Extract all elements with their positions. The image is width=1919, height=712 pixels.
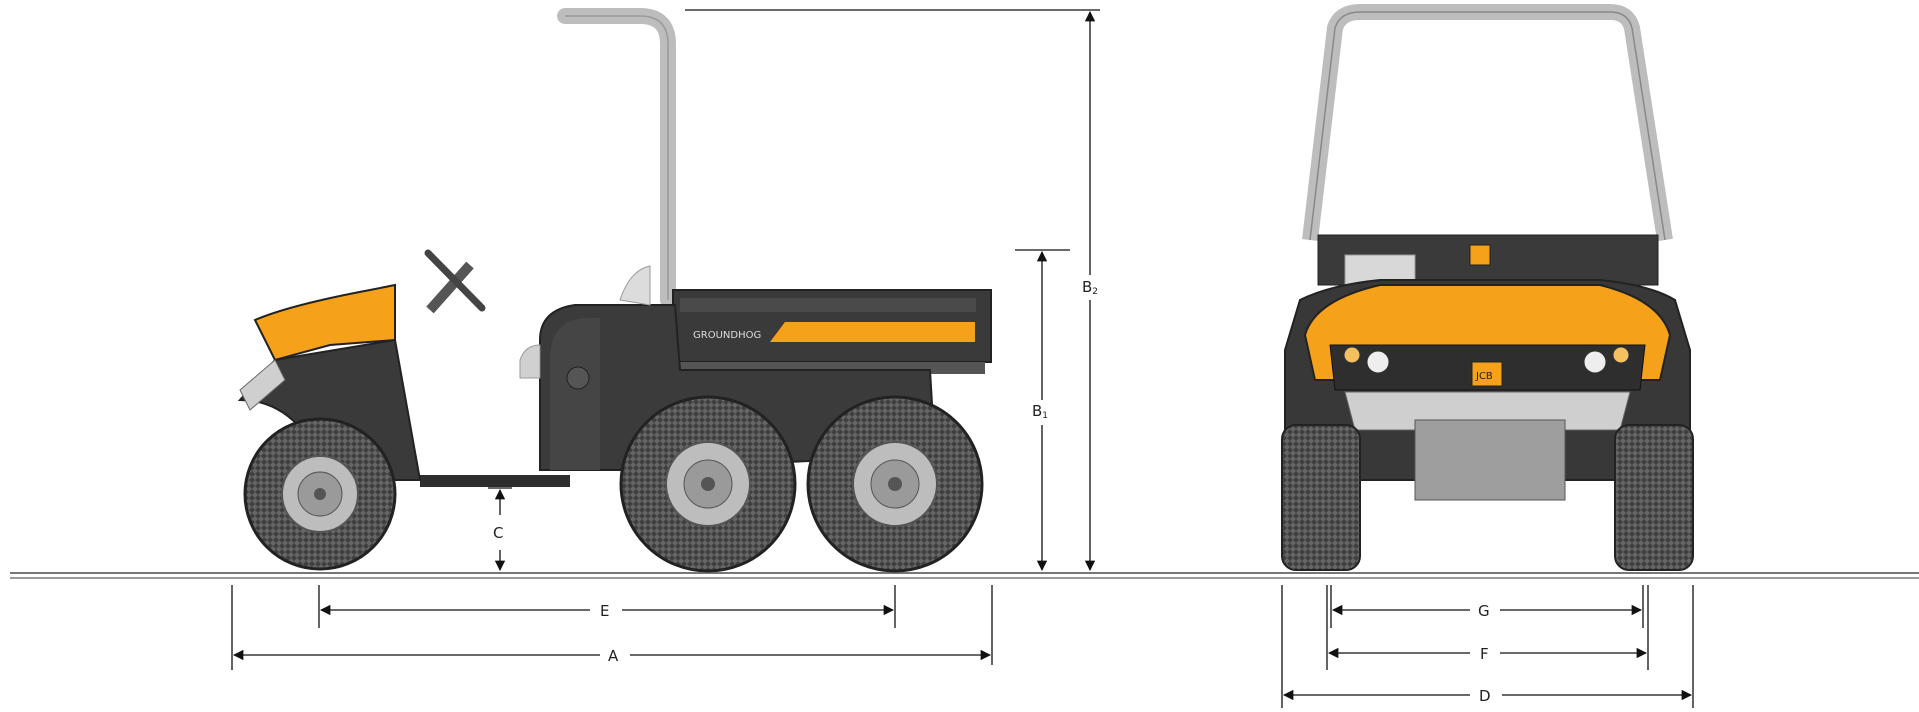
front-wheel [243,417,397,571]
rear-wheel [806,395,984,573]
dimension-c-label: C [493,524,503,542]
dimension-e-label: E [600,602,609,620]
rollover-bar [557,8,676,308]
dimension-g-label: G [1478,602,1490,620]
front-right-tire [1614,424,1694,571]
front-left-tire [1281,424,1361,571]
dimension-g: G [1331,602,1643,620]
dimension-b1: B1 [1032,250,1048,572]
dimension-b2-subscript: 2 [1092,287,1098,297]
dimension-d-label: D [1479,687,1491,705]
dimension-f: F [1327,645,1648,663]
dimension-a-label: A [608,647,619,665]
seat [619,265,651,306]
dimension-lines [231,9,1694,708]
middle-wheel [619,395,797,573]
dimension-e: E [319,602,895,620]
svg-text:B1: B1 [1032,402,1048,421]
dimension-d: D [1282,687,1693,705]
dimension-b1-label: B [1032,402,1042,420]
front-view-vehicle: JCB [1281,3,1694,571]
model-label: GROUNDHOG [693,330,761,341]
dimension-a: A [232,647,992,665]
jcb-logo: JCB [1475,371,1493,382]
dimension-c: C [488,487,512,572]
dimension-f-label: F [1480,645,1489,663]
ground-line [10,572,1919,579]
side-view-vehicle: GROUNDHOG [237,8,992,573]
dimension-b2: B2 [1082,10,1098,572]
front-rollover-bar [1302,3,1673,242]
dimension-b1-subscript: 1 [1042,411,1048,421]
cargo-bed: GROUNDHOG [665,289,992,374]
dimension-b2-label: B [1082,278,1092,296]
svg-text:B2: B2 [1082,278,1098,297]
